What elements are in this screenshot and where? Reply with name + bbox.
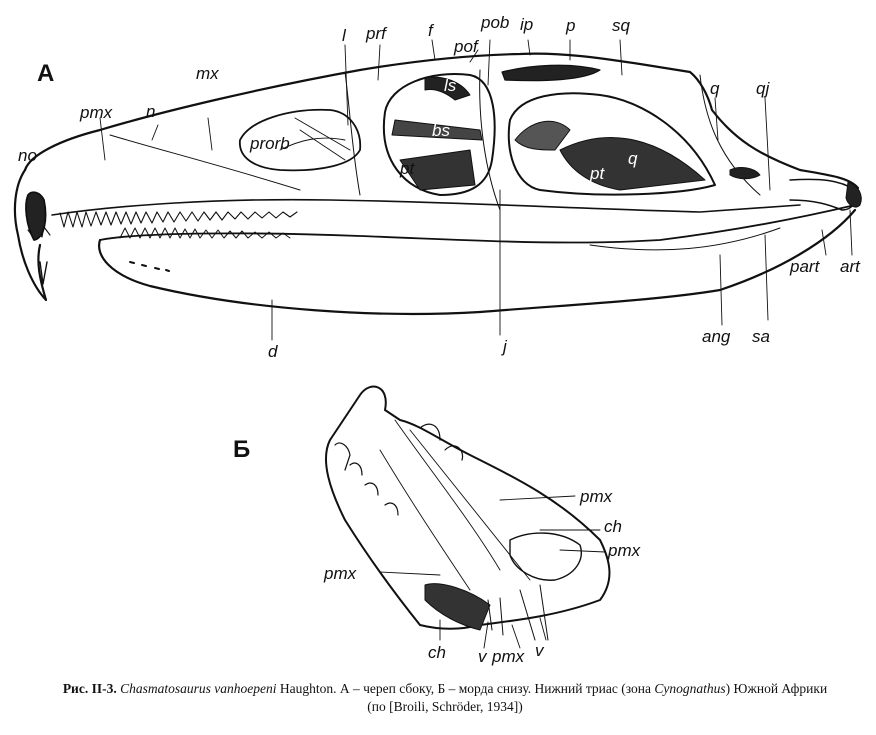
label-prf: prf	[366, 24, 386, 43]
caption-fig-number: Рис. II-3.	[62, 681, 117, 696]
label-prorb: prorb	[250, 134, 290, 153]
label-b-ch-lower: ch	[428, 643, 446, 662]
label-sq: sq	[612, 16, 630, 35]
label-b-v-right: v	[535, 641, 544, 660]
caption-text-1: Haughton. А – череп сбоку, Б – морда сни…	[276, 681, 655, 696]
panel-label-a: A	[37, 60, 55, 87]
label-b-pmx-left: pmx	[324, 564, 357, 583]
panel-label-b: Б	[233, 436, 251, 463]
caption-text-2: ) Южной Африки	[725, 681, 828, 696]
label-p: p	[566, 16, 576, 35]
caption-source: (по [Broili, Schröder, 1934])	[367, 699, 523, 714]
caption-zone: Cynognathus	[654, 681, 726, 696]
snout-ventral-view	[324, 385, 611, 649]
label-ept: ept	[538, 152, 562, 171]
label-pt-temporal: pt	[590, 164, 605, 183]
label-art: art	[840, 257, 860, 276]
label-ls: ls	[444, 76, 457, 95]
label-b-ch-upper: ch	[604, 517, 622, 536]
label-qj: qj	[756, 79, 770, 98]
label-l: l	[342, 26, 346, 45]
label-b-v-left: v	[478, 647, 487, 666]
label-n: n	[146, 102, 156, 121]
label-b-pmx-upper: pmx	[580, 487, 613, 506]
label-mx: mx	[196, 64, 219, 83]
label-ang: ang	[702, 327, 731, 346]
figure-caption: Рис. II-3. Chasmatosaurus vanhoepeni Hau…	[20, 680, 870, 716]
label-pof: pof	[454, 37, 478, 56]
label-b-pmx-mid: pmx	[608, 541, 641, 560]
label-d: d	[268, 342, 278, 361]
label-f: f	[428, 21, 433, 40]
label-b-pmx-bottom: pmx	[492, 647, 525, 666]
label-pro: pro	[546, 94, 571, 113]
label-part: part	[790, 257, 820, 276]
caption-species: Chasmatosaurus vanhoepeni	[120, 681, 277, 696]
skull-lateral-view	[13, 39, 862, 341]
label-pob: pob	[481, 13, 510, 32]
label-bs: bs	[432, 121, 450, 140]
label-pt-orbit: pt	[400, 159, 415, 178]
label-j: j	[503, 337, 507, 356]
label-q-outer: q	[710, 79, 720, 98]
label-pmx: pmx	[80, 103, 113, 122]
label-q-inner: q	[628, 149, 638, 168]
label-ip: ip	[520, 15, 534, 34]
label-no: no	[18, 146, 37, 165]
label-sa: sa	[752, 327, 770, 346]
